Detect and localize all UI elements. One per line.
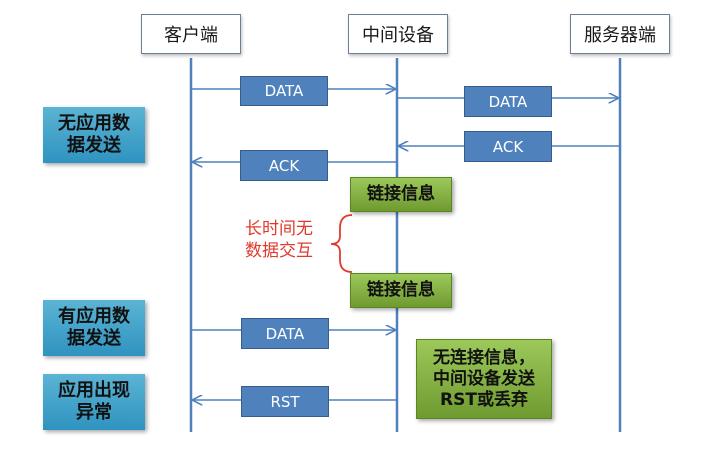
message-data-1: DATA — [240, 76, 328, 106]
lane-header-server: 服务器端 — [570, 14, 670, 54]
message-rst: RST — [241, 386, 329, 417]
phase-app-abnormal: 应用出现 异常 — [43, 374, 145, 430]
message-ack-1: ACK — [464, 131, 552, 162]
message-ack-2: ACK — [240, 150, 328, 181]
message-data-3: DATA — [241, 318, 329, 349]
phase-has-app-data: 有应用数 据发送 — [43, 300, 145, 356]
link-info-2: 链接信息 — [350, 273, 452, 308]
lane-header-server-label: 服务器端 — [584, 25, 656, 46]
message-data-2: DATA — [464, 86, 552, 117]
no-link-info: 无连接信息， 中间设备发送 RST或丢弃 — [416, 339, 552, 419]
lane-header-middle-label: 中间设备 — [362, 25, 434, 46]
idle-brace — [330, 214, 353, 273]
phase-no-app-data: 无应用数 据发送 — [43, 107, 145, 163]
idle-annotation: 长时间无 数据交互 — [245, 219, 313, 261]
lane-header-client: 客户端 — [141, 14, 241, 54]
lane-header-client-label: 客户端 — [164, 25, 218, 46]
lane-header-middle: 中间设备 — [348, 14, 448, 54]
link-info-1: 链接信息 — [350, 177, 452, 212]
